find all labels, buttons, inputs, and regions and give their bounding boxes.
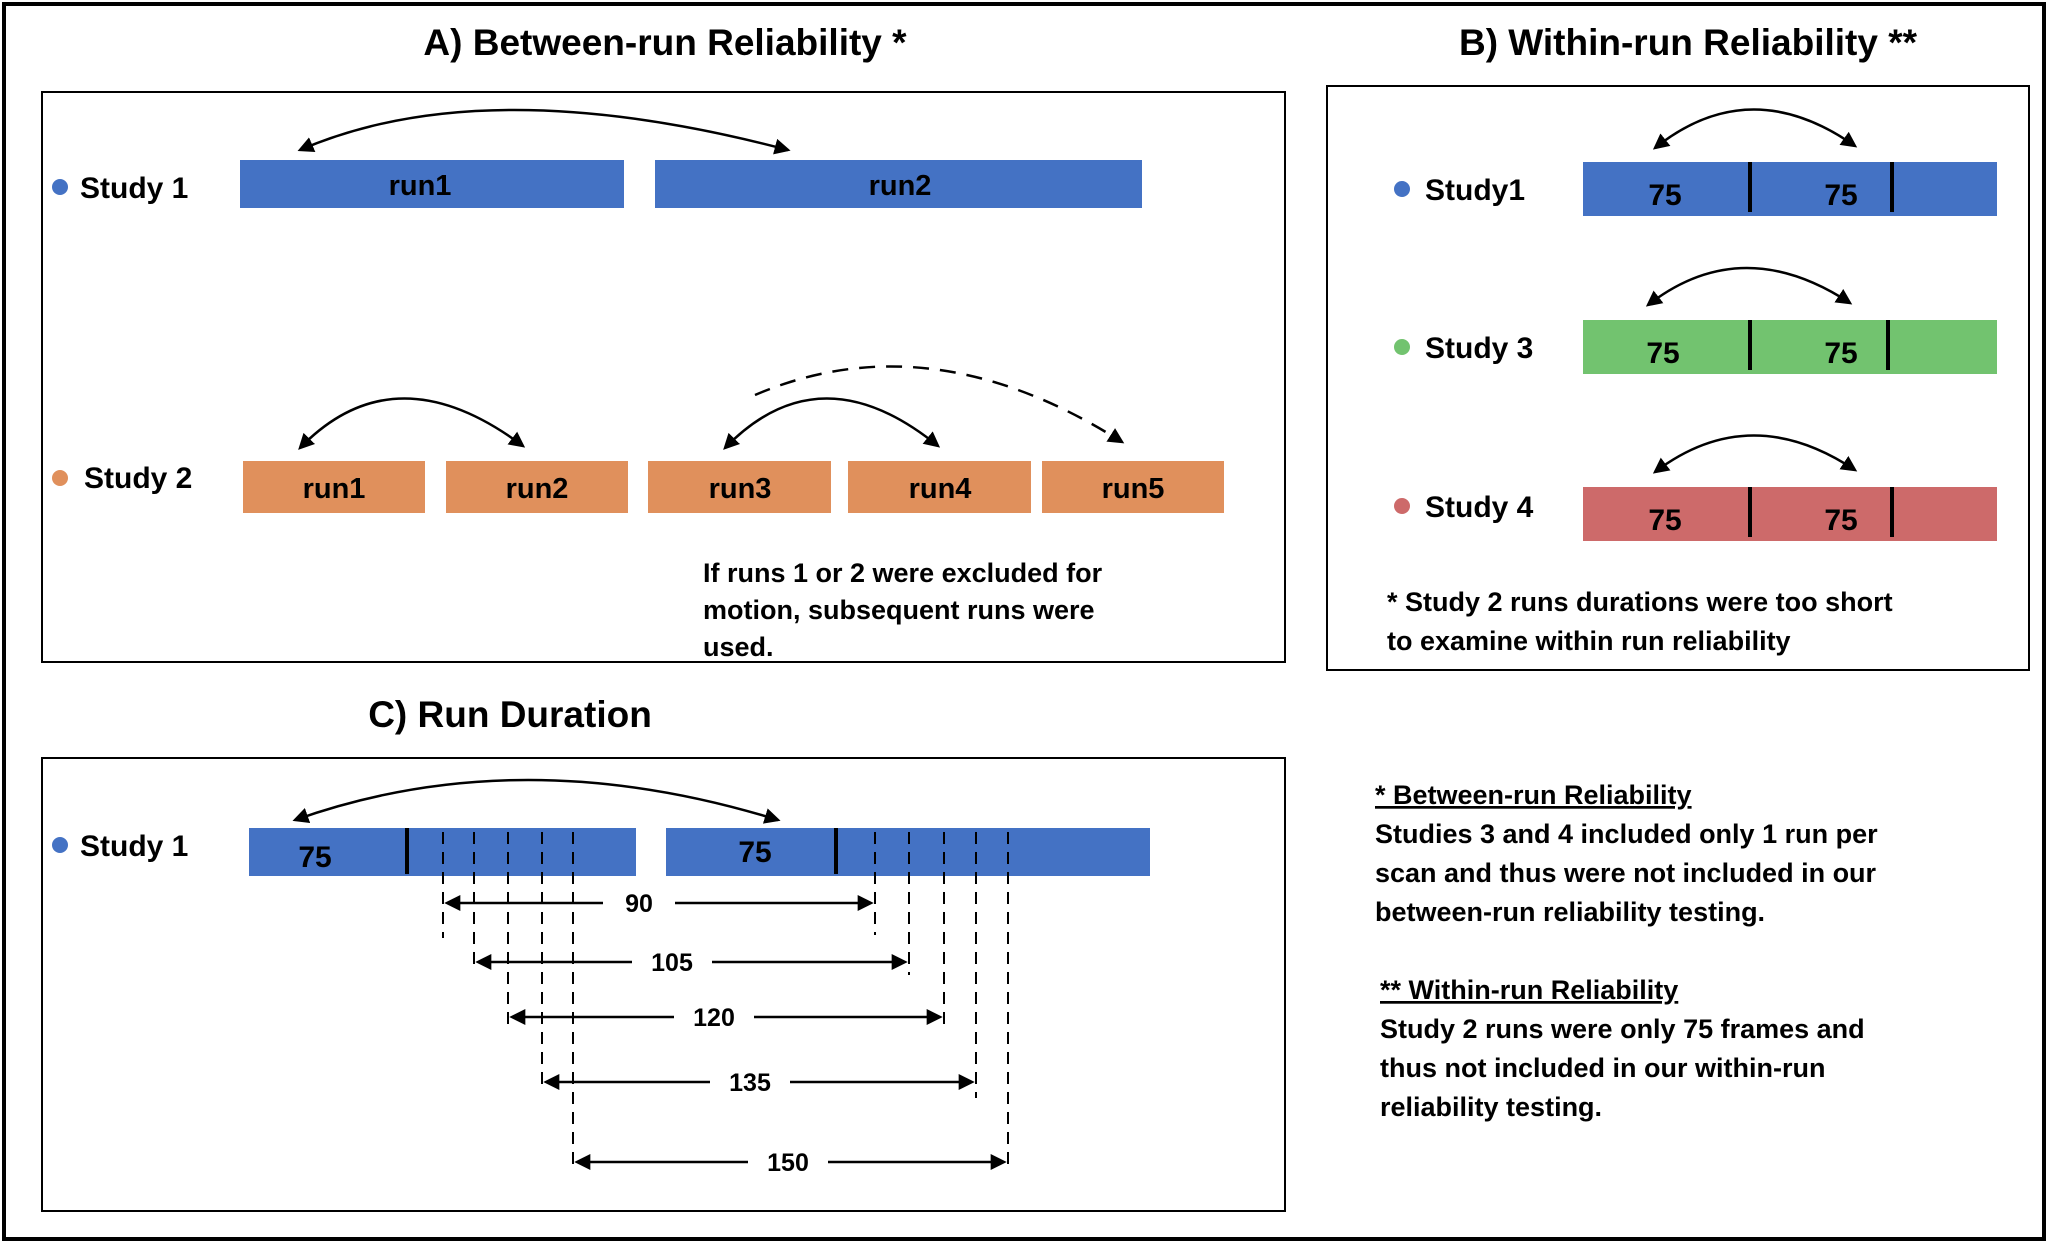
panel-c-duration-135: 135 [729, 1069, 771, 1097]
panel-b-study3-seg1: 75 [1646, 337, 1679, 370]
panel-b-study4-arrow [1652, 434, 1858, 474]
panel-b-study4-seg1: 75 [1648, 504, 1681, 537]
panel-b-study3-arrow [1645, 266, 1853, 307]
panel-b-study4-label: Study 4 [1425, 491, 1534, 524]
footnote-within-line-1: Study 2 runs were only 75 frames and [1380, 1014, 1865, 1044]
panel-a-study2-run1-bar [243, 461, 425, 513]
panel-b-study1-seg2: 75 [1824, 179, 1857, 212]
footnote-within-line-3: reliability testing. [1380, 1092, 1602, 1122]
panel-a-title: A) Between-run Reliability * [423, 22, 907, 63]
panel-a-study2-run4-bar [848, 461, 1031, 513]
panel-c-duration-150: 150 [767, 1149, 809, 1177]
panel-c-box [41, 757, 1286, 1212]
panel-b-note-line-2: to examine within run reliability [1387, 626, 1791, 656]
panel-a-note-line-2: motion, subsequent runs were [703, 595, 1095, 625]
panel-a-study1-run1-label: run1 [389, 170, 452, 202]
panel-b-study4-seg2: 75 [1824, 504, 1857, 537]
footnote-within-line-2: thus not included in our within-run [1380, 1053, 1825, 1083]
panel-b-study3-label: Study 3 [1425, 332, 1533, 365]
panel-b-study1-arrow [1652, 108, 1858, 150]
panel-b-note-line-1: * Study 2 runs durations were too short [1387, 587, 1893, 617]
study1-dot [52, 179, 68, 195]
panel-c-run1-seg: 75 [298, 841, 331, 874]
panel-a-note-line-1: If runs 1 or 2 were excluded for [703, 558, 1103, 588]
panel-c-study1-label: Study 1 [80, 830, 188, 863]
panel-b-study1-seg1: 75 [1648, 179, 1681, 212]
panel-b-study3-seg2: 75 [1824, 337, 1857, 370]
panel-a-study2-run5-bar [1042, 461, 1224, 513]
footnote-between-line-1: Studies 3 and 4 included only 1 run per [1375, 819, 1878, 849]
footnote-within-body: Study 2 runs were only 75 frames and thu… [1380, 1014, 1872, 1122]
footnotes: * Between-run Reliability Studies 3 and … [1375, 780, 1885, 1122]
panel-a-study2-run2-label: run2 [506, 473, 569, 505]
panel-b-study1-dot [1394, 181, 1410, 197]
panel-a-study2-run2-bar [446, 461, 628, 513]
panel-a-study2-arrow-1-2 [298, 397, 526, 450]
panel-b-study4-dot [1394, 498, 1410, 514]
panel-a-note: If runs 1 or 2 were excluded for motion,… [703, 558, 1110, 662]
panel-b-title: B) Within-run Reliability ** [1459, 22, 1918, 63]
panel-b-note: * Study 2 runs durations were too short … [1387, 587, 1900, 656]
panel-a-study1-run2-bar [655, 160, 1142, 208]
panel-a: A) Between-run Reliability * Study 1 run… [41, 22, 1286, 663]
panel-a-study1-label: Study 1 [80, 172, 188, 205]
panel-b: B) Within-run Reliability ** Study1 75 7… [1326, 22, 2030, 671]
panel-a-study2-arrow-3-4 [723, 397, 941, 450]
panel-a-study2-run4-label: run4 [909, 473, 972, 505]
panel-a-study2-run3-label: run3 [709, 473, 772, 505]
footnote-between-body: Studies 3 and 4 included only 1 run per … [1375, 819, 1885, 927]
panel-b-box [1326, 85, 2030, 671]
panel-c-duration-90: 90 [625, 890, 653, 918]
panel-b-study1-bar [1583, 162, 1997, 216]
panel-c-duration-120: 120 [693, 1004, 735, 1032]
panel-a-study2-run3-bar [648, 461, 831, 513]
panel-a-study1-run2-label: run2 [869, 170, 932, 202]
panel-a-study1-run1-bar [240, 160, 624, 208]
panel-a-study2-label: Study 2 [84, 462, 192, 495]
panel-a-note-line-3: used. [703, 632, 774, 662]
panel-c-duration-105: 105 [651, 949, 693, 977]
panel-a-box [41, 91, 1286, 663]
footnote-between-line-3: between-run reliability testing. [1375, 897, 1765, 927]
panel-c: C) Run Duration Study 1 75 75 90 105 [41, 694, 1286, 1212]
panel-b-study3-dot [1394, 339, 1410, 355]
panel-b-study1-label: Study1 [1425, 174, 1525, 207]
panel-a-study2-dashed-arrow-3-5 [754, 365, 1125, 444]
footnote-within-heading: ** Within-run Reliability [1380, 975, 1678, 1005]
panel-c-study1-dot [52, 837, 68, 853]
panel-c-run2-seg: 75 [738, 836, 771, 869]
panel-a-study2-run1-label: run1 [303, 473, 366, 505]
footnote-between-heading: * Between-run Reliability [1375, 780, 1692, 810]
panel-a-study1-arrow [297, 108, 791, 155]
panel-b-study3-bar [1583, 320, 1997, 374]
study2-dot [52, 470, 68, 486]
panel-c-title: C) Run Duration [368, 694, 652, 735]
footnote-between-line-2: scan and thus were not included in our [1375, 858, 1877, 888]
panel-a-study2-run5-label: run5 [1102, 473, 1165, 505]
panel-c-run-arrow [292, 778, 781, 824]
panel-b-study4-bar [1583, 487, 1997, 541]
